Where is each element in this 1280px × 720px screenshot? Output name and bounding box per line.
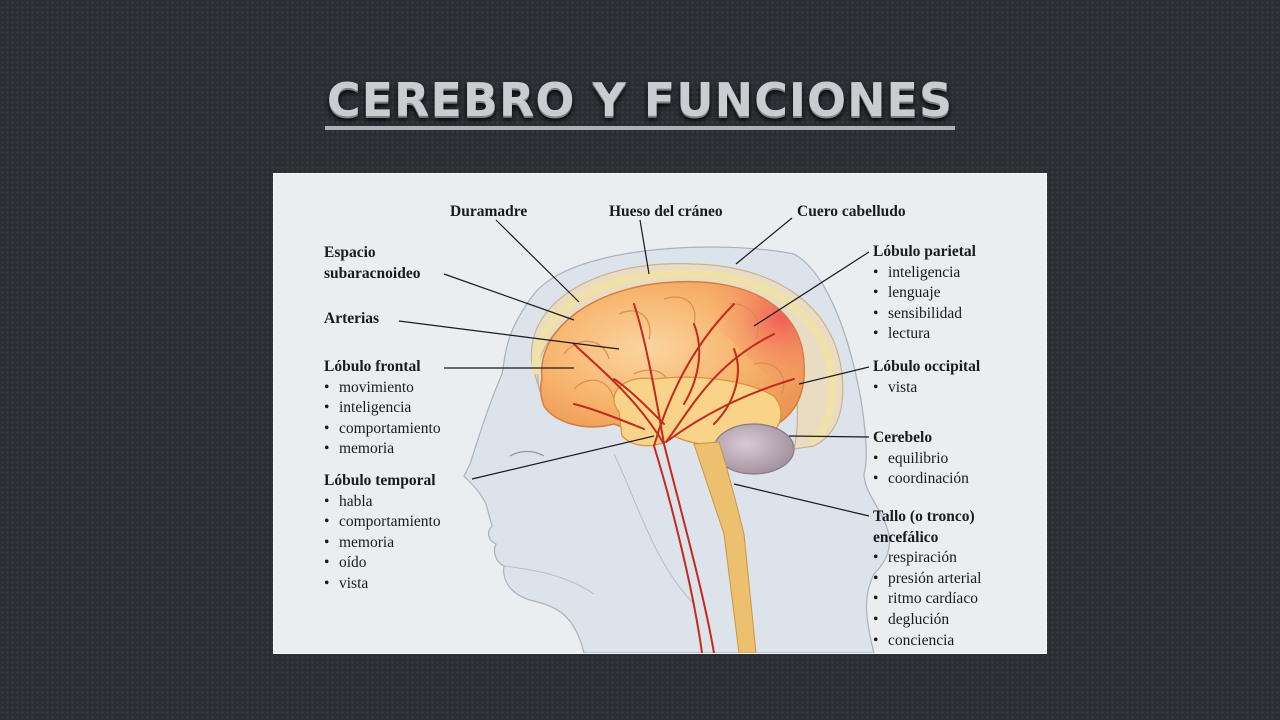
list-item: presión arterial	[873, 569, 981, 590]
label-lobulo-temporal: Lóbulo temporal habla comportamiento mem…	[324, 471, 441, 595]
skull-layer	[531, 269, 837, 446]
list-item: deglución	[873, 610, 981, 631]
list-item: lenguaje	[873, 283, 976, 304]
list-item: vista	[324, 574, 441, 595]
list-item: memoria	[324, 439, 441, 460]
label-hueso-craneo: Hueso del cráneo	[609, 203, 723, 220]
list-item: comportamiento	[324, 512, 441, 533]
brain-diagram: Duramadre Hueso del cráneo Cuero cabellu…	[274, 174, 1046, 653]
brain-stem	[693, 441, 757, 653]
list-item: inteligencia	[873, 263, 976, 284]
list-item: comportamiento	[324, 419, 441, 440]
slide-title-text: CEREBRO Y FUNCIONES	[324, 74, 956, 130]
list-item: respiración	[873, 548, 981, 569]
label-lobulo-frontal: Lóbulo frontal movimiento inteligencia c…	[324, 357, 441, 460]
list-item: equilibrio	[873, 449, 969, 470]
brain-illustration	[398, 217, 891, 653]
slide-title: CEREBRO Y FUNCIONES	[0, 74, 1280, 134]
list-item: oído	[324, 553, 441, 574]
list-item: inteligencia	[324, 398, 441, 419]
label-lobulo-parietal: Lóbulo parietal inteligencia lenguaje se…	[873, 242, 976, 345]
parietal-highlight	[693, 285, 804, 394]
label-duramadre: Duramadre	[450, 203, 528, 220]
label-cerebelo: Cerebelo equilibrio coordinación	[873, 428, 969, 490]
list-item: ritmo cardíaco	[873, 589, 981, 610]
label-tallo-encefalico: Tallo (o tronco) encefálico respiración …	[873, 507, 981, 651]
list-item: movimiento	[324, 378, 441, 399]
label-cuero-cabelludo: Cuero cabelludo	[797, 203, 906, 220]
list-item: lectura	[873, 324, 976, 345]
list-item: habla	[324, 492, 441, 513]
list-item: conciencia	[873, 631, 981, 652]
label-espacio-subaracnoideo: Espacio subaracnoideo	[324, 244, 421, 282]
list-item: memoria	[324, 533, 441, 554]
label-lobulo-occipital: Lóbulo occipital vista	[873, 357, 980, 398]
list-item: coordinación	[873, 469, 969, 490]
list-item: sensibilidad	[873, 304, 976, 325]
label-arterias: Arterias	[324, 310, 380, 327]
list-item: vista	[873, 378, 980, 399]
